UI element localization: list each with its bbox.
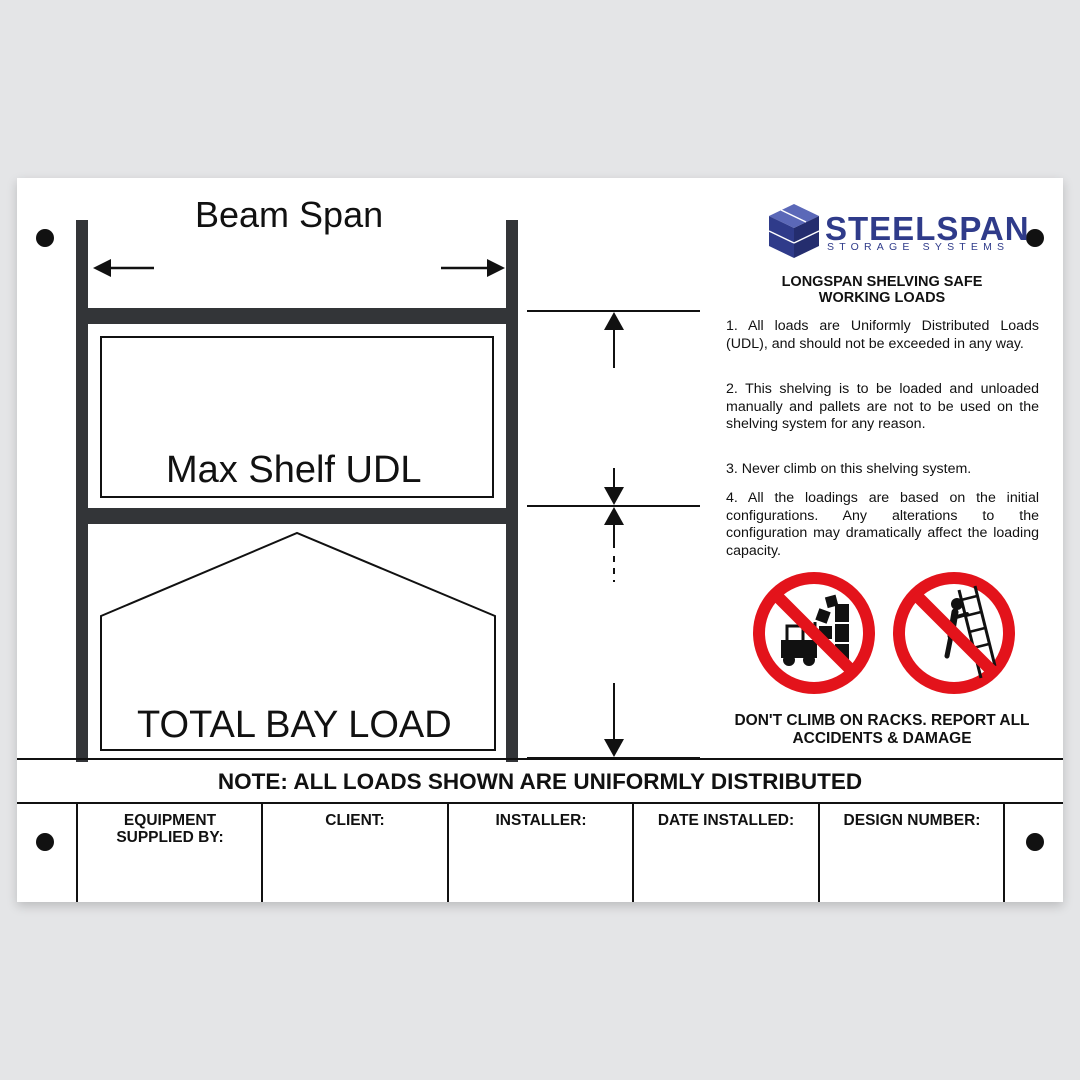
rule-1: 1. All loads are Uniformly Distributed L…	[726, 318, 1039, 352]
top-beam	[76, 308, 518, 324]
table-divider	[818, 804, 820, 902]
date-installed-label: DATE INSTALLED:	[657, 812, 795, 829]
mounting-hole-top-left	[36, 229, 54, 247]
brand-name: STEELSPAN	[825, 210, 1030, 247]
client-label: CLIENT:	[325, 812, 385, 829]
note-top-rule	[17, 758, 1063, 760]
shelf-load-box	[100, 336, 494, 498]
installer-label: INSTALLER:	[495, 812, 587, 829]
mounting-hole-top-right	[1026, 229, 1044, 247]
table-divider	[1003, 804, 1005, 902]
table-divider	[261, 804, 263, 902]
max-shelf-udl-label: Max Shelf UDL	[166, 449, 422, 491]
mounting-hole-bottom-right	[1026, 833, 1044, 851]
safe-working-load-sign: Beam Span Max Shelf UDL	[17, 178, 1063, 902]
bay-load-outline	[100, 531, 496, 751]
total-bay-load-label: TOTAL BAY LOAD	[137, 704, 452, 746]
beam-span-label: Beam Span	[195, 194, 384, 235]
warning-line1: DON'T CLIMB ON RACKS. REPORT ALL	[734, 712, 1030, 729]
table-divider	[632, 804, 634, 902]
right-upright	[506, 220, 518, 762]
rule-4: 4. All the loadings are based on the ini…	[726, 490, 1039, 559]
table-divider	[76, 804, 78, 902]
table-divider	[447, 804, 449, 902]
beam-span-arrows	[93, 259, 505, 277]
rule-2: 2. This shelving is to be loaded and unl…	[726, 381, 1039, 432]
equipment-supplied-by-label: EQUIPMENT SUPPLIED BY:	[116, 812, 224, 846]
stacked-cubes-icon	[768, 204, 820, 258]
middle-beam	[76, 508, 518, 524]
uniform-load-note: NOTE: ALL LOADS SHOWN ARE UNIFORMLY DIST…	[217, 769, 863, 794]
sign-heading-line1: LONGSPAN SHELVING SAFE	[781, 274, 983, 290]
rule-3: 3. Never climb on this shelving system.	[726, 461, 972, 477]
no-forklift-pallet-icon	[753, 572, 875, 694]
sign-heading-line2: WORKING LOADS	[818, 290, 946, 306]
mounting-hole-bottom-left	[36, 833, 54, 851]
warning-line2: ACCIDENTS & DAMAGE	[792, 730, 972, 747]
no-climbing-icon	[893, 572, 1015, 694]
brand-tagline: STORAGE SYSTEMS	[827, 241, 1010, 253]
design-number-label: DESIGN NUMBER:	[843, 812, 981, 829]
left-upright	[76, 220, 88, 762]
height-dimension-lines	[527, 310, 700, 759]
note-bottom-rule	[17, 802, 1063, 804]
